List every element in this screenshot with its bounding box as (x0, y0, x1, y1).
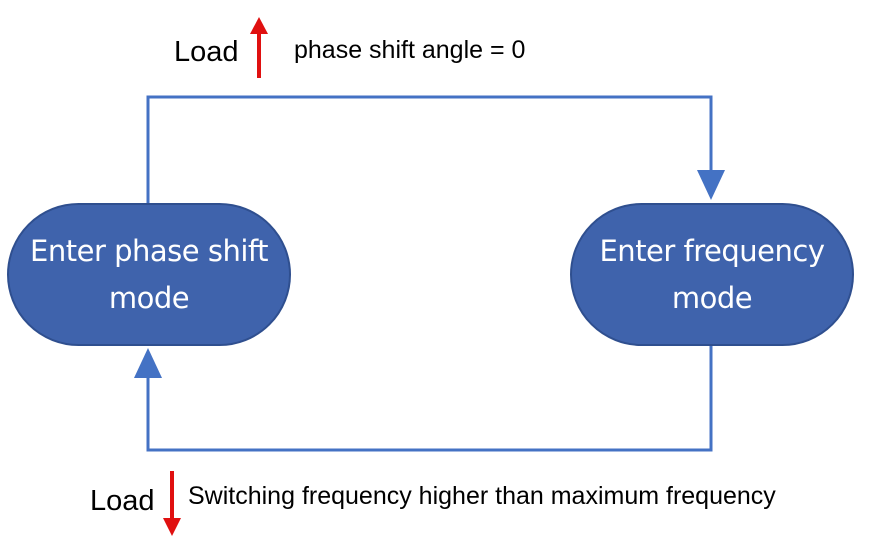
load-down-arrow-icon (163, 471, 181, 536)
top-condition-label: phase shift angle = 0 (294, 36, 526, 64)
bottom-connector-line (146, 346, 713, 452)
bottom-condition-label: Switching frequency higher than maximum … (188, 482, 776, 510)
top-load-label: Load (174, 36, 239, 68)
bottom-connector-arrowhead (134, 348, 162, 378)
load-up-arrow-icon (250, 17, 268, 78)
top-connector-line (146, 95, 713, 203)
phase-shift-mode-label: Enter phase shift mode (30, 233, 268, 315)
frequency-mode-node: Enter frequency mode (570, 203, 854, 346)
frequency-mode-label: Enter frequency mode (599, 233, 825, 315)
bottom-load-label: Load (90, 485, 155, 517)
phase-shift-mode-node: Enter phase shift mode (7, 203, 291, 346)
top-connector-arrowhead (697, 170, 725, 200)
